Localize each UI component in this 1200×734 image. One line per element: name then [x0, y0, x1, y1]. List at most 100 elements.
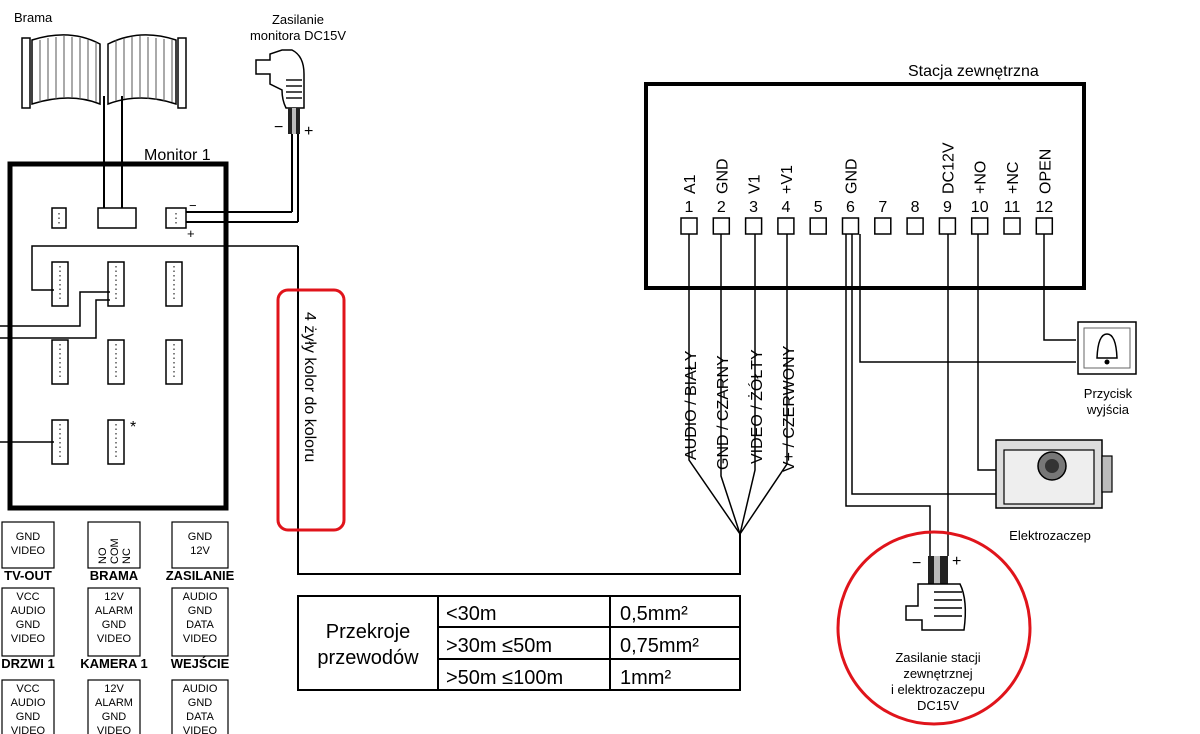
- legend-tvout-l1: GND: [16, 531, 41, 543]
- legend-brama-title: BRAMA: [90, 568, 139, 583]
- legend-kamera-l1: 12V: [104, 591, 124, 603]
- exit-button-icon: [1077, 321, 1137, 375]
- legend-brama-l3: NC: [121, 548, 133, 564]
- terminal-name-6: GND: [844, 158, 861, 194]
- terminal-8: [906, 217, 924, 235]
- power-plug-icon: [255, 49, 305, 134]
- terminal-1: [680, 217, 698, 235]
- terminal-number-11: 11: [1004, 199, 1021, 216]
- electric-strike-label: Elektrozaczep: [1009, 528, 1091, 543]
- monitor-box: [7, 161, 229, 511]
- wire-label-audio: AUDIO / BIAŁY: [683, 350, 700, 460]
- legend-wejscie-l1: AUDIO: [183, 591, 218, 603]
- terminal-6: [841, 217, 860, 235]
- terminal-4: [777, 217, 795, 235]
- legend-row3b-l4: VIDEO: [97, 725, 132, 734]
- terminal-number-1: 1: [685, 199, 694, 216]
- legend-kamera-title: KAMERA 1: [80, 656, 147, 671]
- terminal-2: [712, 217, 731, 235]
- station-power-label-1: Zasilanie stacji: [895, 650, 980, 665]
- monitor-terminal-minus: −: [189, 198, 197, 213]
- legend-row3a-l3: GND: [16, 711, 41, 723]
- wires-note: 4 żyły kolor do koloru: [301, 312, 318, 462]
- station-power-plug-icon: [905, 556, 967, 631]
- monitor-power-label-1: Zasilanie: [272, 12, 324, 27]
- terminal-name-10: +NO: [973, 161, 990, 194]
- terminal-name-12: OPEN: [1037, 149, 1054, 194]
- legend-row3b-l1: 12V: [104, 683, 124, 695]
- terminal-12: [1035, 217, 1054, 235]
- station-power-plus: +: [952, 553, 961, 570]
- monitor-label: Monitor 1: [144, 147, 211, 164]
- station-power-minus: −: [912, 555, 921, 572]
- legend-row3a-l1: VCC: [16, 683, 39, 695]
- terminal-number-7: 7: [878, 199, 887, 216]
- legend-row3c-l1: AUDIO: [183, 683, 218, 695]
- terminal-5: [809, 217, 827, 235]
- wire-label-gnd: GND / CZARNY: [715, 355, 732, 470]
- wires-note-highlight: [276, 288, 346, 532]
- monitor-connectors: [51, 207, 187, 465]
- terminal-11: [1003, 217, 1021, 235]
- terminal-number-10: 10: [971, 199, 989, 216]
- table-section-2: 0,75mm²: [620, 635, 699, 657]
- legend-row3b-l2: ALARM: [95, 697, 133, 709]
- table-header-1: Przekroje: [326, 621, 410, 643]
- legend-row3a-l4: VIDEO: [11, 725, 46, 734]
- legend-zasilanie-l2: 12V: [190, 545, 210, 557]
- terminal-number-2: 2: [717, 199, 726, 216]
- monitor-terminal-plus: +: [187, 226, 195, 241]
- terminal-name-4: +V1: [779, 165, 796, 194]
- monitor-power-plus: +: [304, 123, 313, 140]
- monitor-power-label-2: monitora DC15V: [250, 28, 346, 43]
- cross-section-table: [297, 595, 741, 691]
- table-section-1: 0,5mm²: [620, 603, 688, 625]
- station-power-highlight: [836, 530, 1032, 726]
- legend-wejscie-l4: VIDEO: [183, 633, 218, 645]
- station-signal-wires: [688, 234, 788, 535]
- table-range-1: <30m: [446, 603, 497, 625]
- monitor-power-minus: −: [274, 119, 283, 136]
- gate-icon: [21, 34, 187, 109]
- terminal-number-4: 4: [781, 199, 790, 216]
- terminal-7: [874, 217, 892, 235]
- legend-zasilanie-title: ZASILANIE: [166, 568, 235, 583]
- legend-tvout-title: TV-OUT: [4, 568, 52, 583]
- station-power-label-3: i elektrozaczepu: [891, 682, 985, 697]
- legend-wejscie-title: WEJŚCIE: [171, 656, 230, 671]
- terminal-number-5: 5: [814, 199, 823, 216]
- terminal-number-6: 6: [846, 199, 855, 216]
- terminal-name-1: A1: [682, 174, 699, 194]
- legend-kamera-l2: ALARM: [95, 605, 133, 617]
- wire-label-vplus: V+ / CZERWONY: [781, 345, 798, 472]
- terminal-number-8: 8: [911, 199, 920, 216]
- station-box: [644, 82, 1086, 290]
- legend-drzwi-title: DRZWI 1: [1, 656, 54, 671]
- legend-row3c-l4: VIDEO: [183, 725, 218, 734]
- legend-row3b-l3: GND: [102, 711, 127, 723]
- legend-drzwi-l3: GND: [16, 619, 41, 631]
- table-header-2: przewodów: [317, 647, 419, 669]
- terminal-number-9: 9: [943, 199, 952, 216]
- legend-drzwi-l2: AUDIO: [11, 605, 46, 617]
- legend-row3c-l2: GND: [188, 697, 213, 709]
- terminal-name-3: V1: [747, 174, 764, 194]
- legend-kamera-l3: GND: [102, 619, 127, 631]
- wire-label-video: VIDEO / ŻÓŁTY: [747, 349, 766, 464]
- legend-drzwi-l1: VCC: [16, 591, 39, 603]
- terminal-9: [938, 217, 957, 235]
- legend-wejscie-l2: GND: [188, 605, 213, 617]
- exit-button-label-1: Przycisk: [1084, 386, 1133, 401]
- legend-brama-l2: COM: [109, 538, 121, 564]
- legend-wejscie-l3: DATA: [186, 619, 214, 631]
- terminal-name-2: GND: [714, 158, 731, 194]
- table-range-3: >50m ≤100m: [446, 667, 563, 689]
- station-power-label-4: DC15V: [917, 698, 959, 713]
- legend-zasilanie-l1: GND: [188, 531, 213, 543]
- legend-row3c-l3: DATA: [186, 711, 214, 723]
- station-label: Stacja zewnętrzna: [908, 63, 1039, 80]
- terminal-10: [970, 217, 989, 235]
- legend-drzwi-l4: VIDEO: [11, 633, 46, 645]
